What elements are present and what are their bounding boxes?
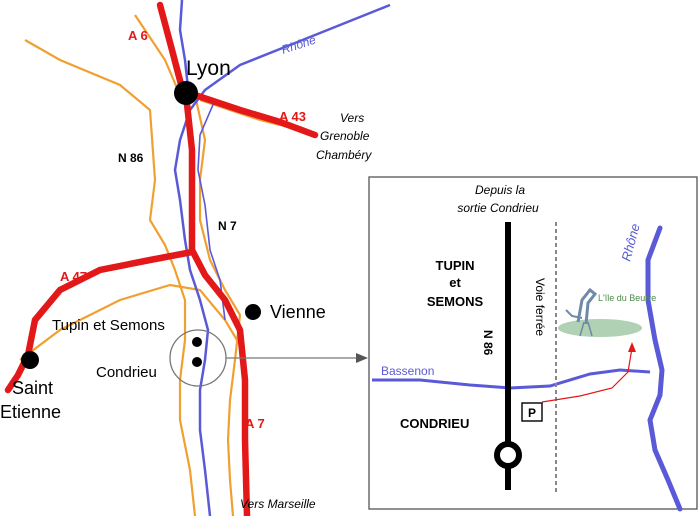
detail-tupin-2: et bbox=[449, 275, 461, 290]
detail-condrieu-label: CONDRIEU bbox=[400, 416, 469, 431]
detail-tupin-1: TUPIN bbox=[436, 258, 475, 273]
national-road-n7 bbox=[193, 94, 242, 516]
detail-bassenon-stream bbox=[372, 368, 651, 390]
label-saint: Saint bbox=[12, 378, 53, 398]
rhone-river-main bbox=[173, 3, 391, 516]
saint-etienne-dot bbox=[21, 351, 39, 369]
detail-bassenon-label: Bassenon bbox=[381, 364, 434, 378]
vienne-dot bbox=[245, 304, 261, 320]
label-n7: N 7 bbox=[218, 219, 237, 233]
label-lyon: Lyon bbox=[186, 57, 231, 80]
detail-rhone-river bbox=[645, 225, 683, 512]
lyon-dot bbox=[174, 81, 198, 105]
logo-text: L'île du Beurre bbox=[598, 293, 656, 303]
tupin-dot bbox=[192, 337, 202, 347]
motorway-a43 bbox=[182, 88, 319, 139]
label-rhone-main: Rhône bbox=[280, 33, 318, 57]
detail-access-arrow bbox=[628, 342, 636, 352]
detail-from-1: Depuis la bbox=[475, 183, 525, 197]
label-etienne: Etienne bbox=[0, 402, 61, 422]
label-a47: A 47 bbox=[60, 269, 87, 284]
detail-parking-label: P bbox=[528, 406, 536, 420]
label-n86: N 86 bbox=[118, 151, 144, 165]
detail-access-path bbox=[541, 347, 633, 403]
detail-condrieu-roundabout bbox=[494, 441, 522, 469]
label-vienne: Vienne bbox=[270, 302, 326, 322]
saone-river bbox=[178, 0, 190, 89]
label-a6: A 6 bbox=[128, 28, 148, 43]
motorway-a6 bbox=[156, 1, 186, 92]
label-tupin: Tupin et Semons bbox=[52, 317, 165, 334]
label-vers: Vers bbox=[340, 111, 364, 125]
detail-map-frame bbox=[368, 176, 698, 510]
detail-n86-label: N 86 bbox=[481, 330, 495, 356]
label-a7: A 7 bbox=[245, 416, 265, 431]
label-chambery: Chambéry bbox=[316, 148, 372, 162]
condrieu-dot bbox=[192, 357, 202, 367]
motorway-a7 bbox=[182, 91, 251, 516]
label-grenoble: Grenoble bbox=[320, 129, 370, 143]
detail-railway-label: Voie ferrée bbox=[533, 278, 547, 336]
national-road-north bbox=[134, 14, 182, 96]
detail-tupin-3: SEMONS bbox=[427, 294, 484, 309]
detail-from-2: sortie Condrieu bbox=[457, 201, 539, 215]
river-secondary bbox=[197, 99, 226, 321]
national-road-west bbox=[24, 39, 197, 516]
motorway-a47 bbox=[4, 248, 196, 394]
label-a43: A 43 bbox=[279, 109, 306, 124]
detail-parking-sign bbox=[521, 402, 543, 422]
zoom-arrow-head bbox=[356, 353, 368, 363]
label-condrieu: Condrieu bbox=[96, 364, 157, 381]
ile-du-beurre-logo: L'île du Beurre bbox=[558, 287, 656, 337]
label-vers-marseille: Vers Marseille bbox=[240, 497, 316, 511]
